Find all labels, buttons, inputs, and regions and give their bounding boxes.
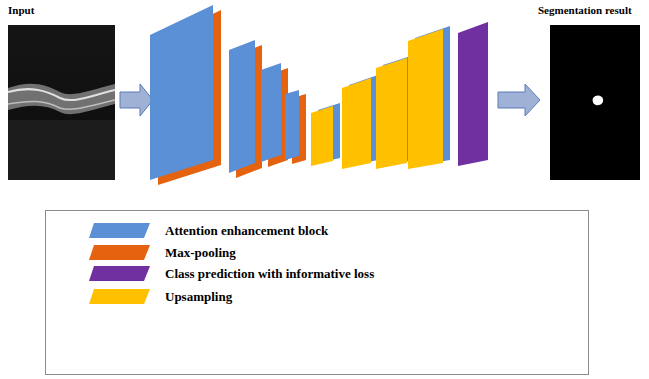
input-image [8, 25, 115, 180]
legend-swatch [88, 222, 152, 240]
legend-swatch [88, 288, 152, 306]
legend-text: Upsampling [165, 289, 232, 305]
legend-swatch [88, 244, 152, 262]
decoder-blocks [311, 22, 488, 169]
flow-arrow [120, 84, 153, 116]
encoder-blocks [150, 5, 306, 185]
image-label: Input [8, 4, 34, 16]
legend-frame [46, 211, 589, 375]
legend-text: Class prediction with informative loss [165, 266, 374, 282]
flow-arrow [498, 84, 540, 116]
legend-text: Max-pooling [165, 245, 236, 261]
segmentation-image [550, 25, 640, 180]
legend-text: Attention enhancement block [165, 223, 328, 239]
legend-swatch [88, 265, 152, 283]
image-label: Segmentation result [538, 4, 632, 16]
